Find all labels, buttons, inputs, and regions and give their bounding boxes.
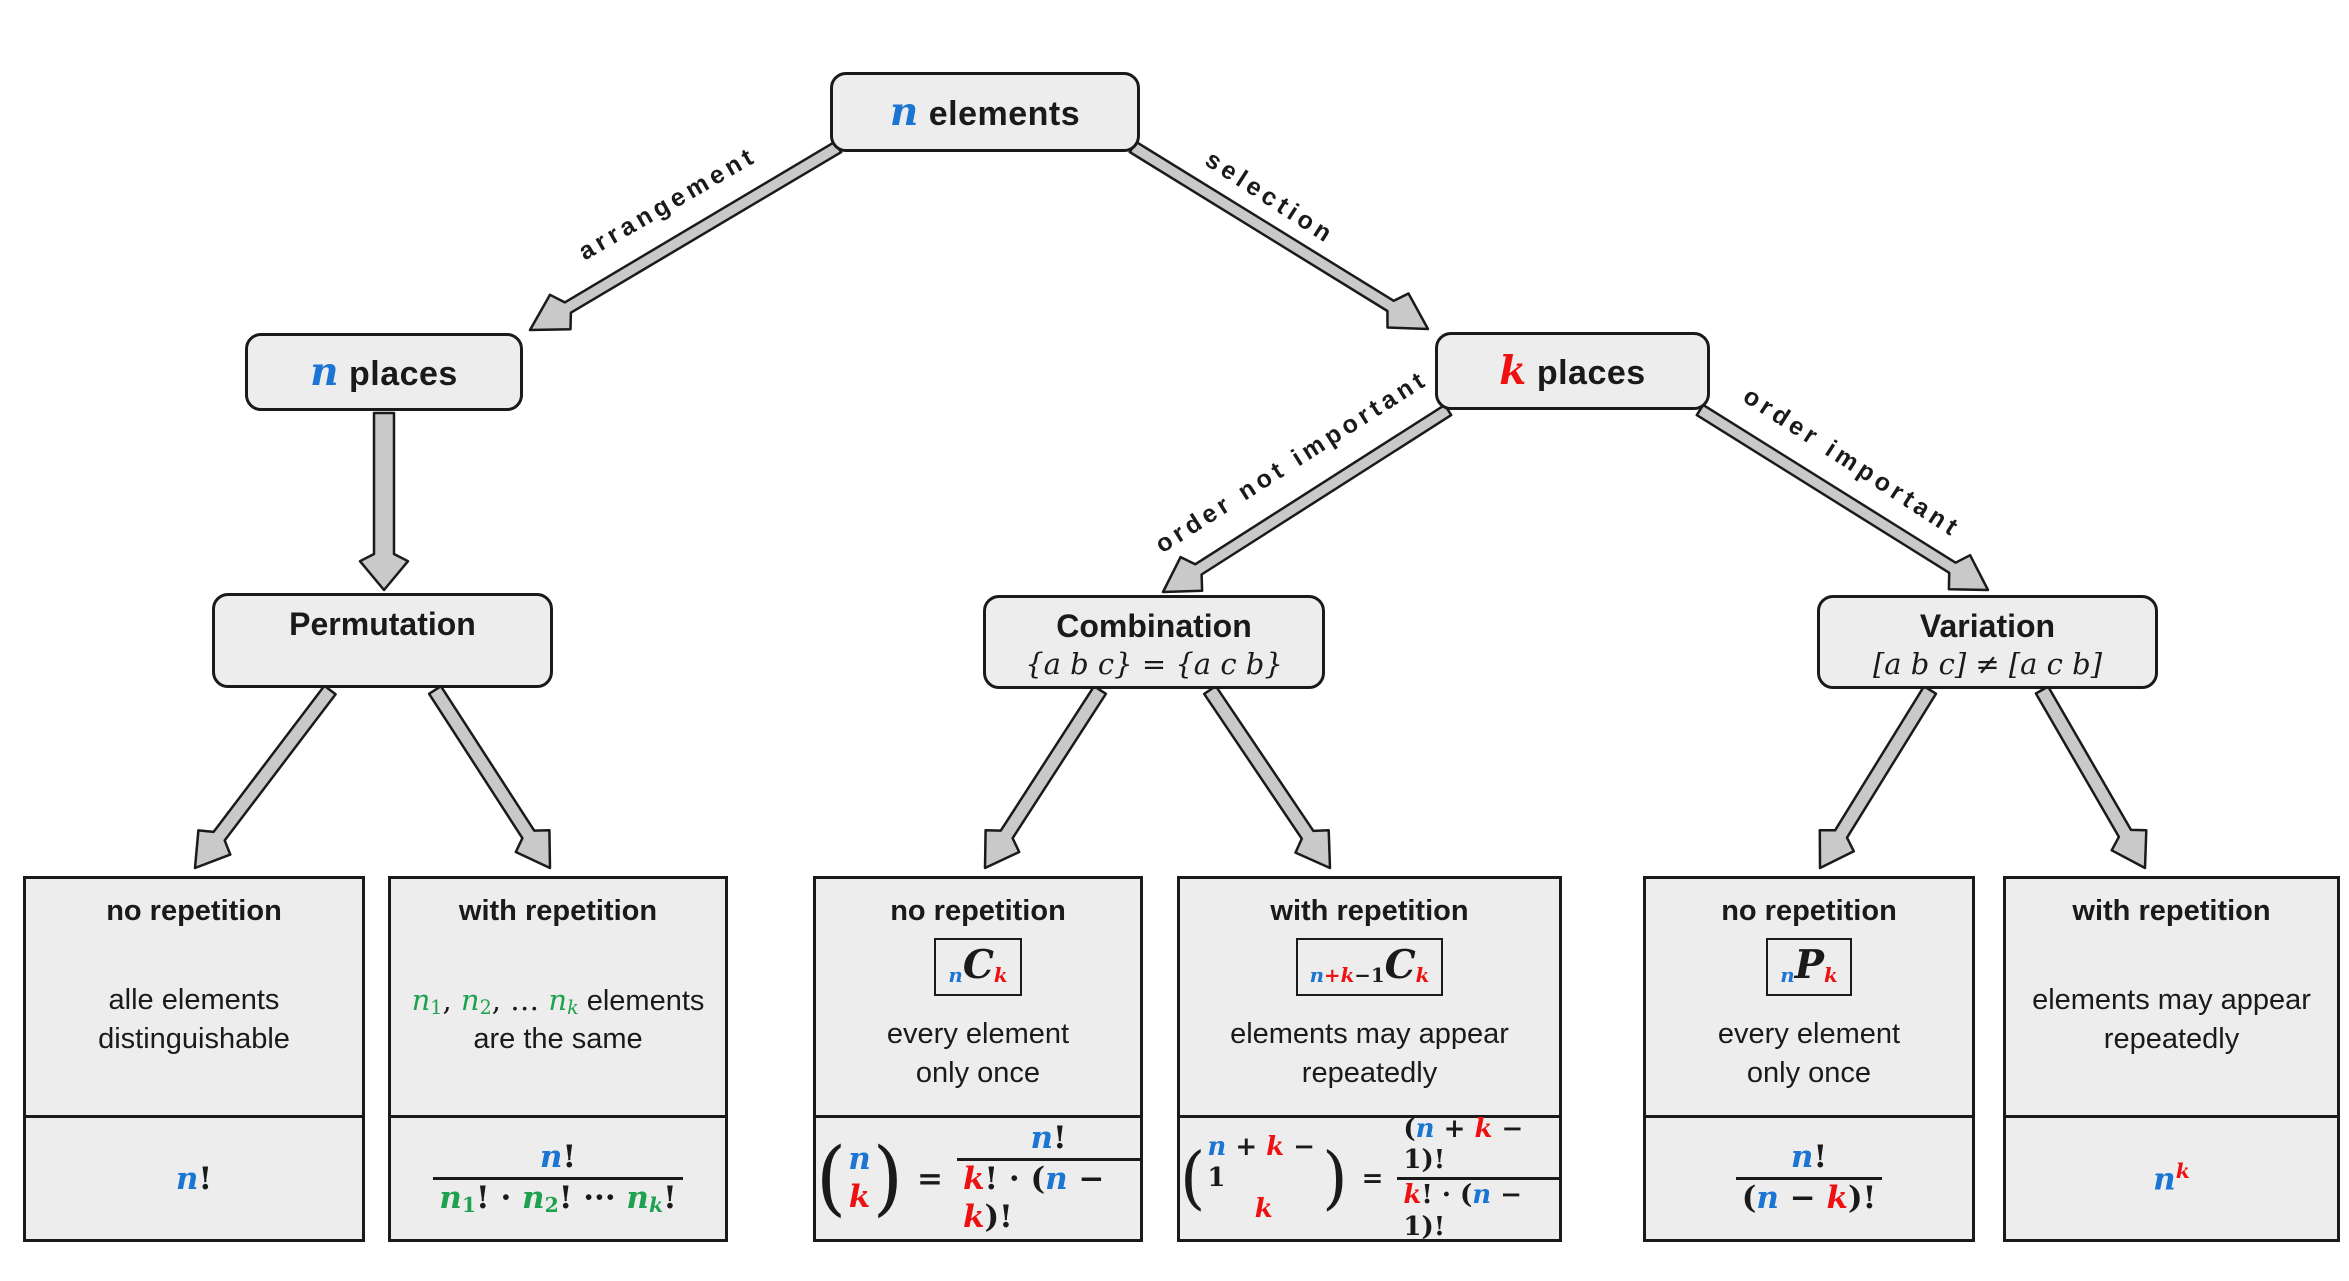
leaf-title: with repetition	[458, 895, 658, 927]
formula-binomial: ( n k ) = n! k! · (n − k)!	[816, 1115, 1140, 1239]
arrow	[1695, 403, 1990, 592]
arrow	[1161, 403, 1453, 594]
node-n-places: n places	[245, 333, 523, 411]
node-variation-title: Variation	[1919, 608, 2056, 644]
formula-multinomial: n! n1! · n2! ··· nk!	[391, 1115, 725, 1239]
arrow	[193, 684, 337, 870]
node-permutation: Permutation	[212, 593, 553, 688]
arrow	[427, 684, 552, 870]
arrow	[1202, 684, 1332, 870]
leaf-permutation-with-repetition: with repetition n1, n2, … nk elements ar…	[388, 876, 728, 1242]
formula-falling-factorial: n! (n − k)!	[1646, 1115, 1972, 1239]
symbol-nCk: nCk	[934, 938, 1022, 996]
symbol-nPk: nPk	[1766, 938, 1852, 996]
leaf-description: every element only once	[886, 1018, 1070, 1089]
arrow	[2034, 685, 2148, 870]
node-permutation-title: Permutation	[289, 606, 476, 642]
node-k-places: k places	[1435, 332, 1710, 410]
formula-multiset-binomial: ( n + k − 1 k ) = (n + k − 1)! k! · (n −…	[1180, 1114, 1559, 1242]
node-n-elements-label: n elements	[889, 89, 1081, 135]
node-variation-subtitle: [a b c] ≠ [a c b]	[1872, 647, 2103, 681]
leaf-description: every element only once	[1717, 1018, 1901, 1089]
node-variation: Variation [a b c] ≠ [a c b]	[1817, 595, 2158, 689]
leaf-variation-with-repetition: with repetition elements may appear repe…	[2003, 876, 2340, 1242]
leaf-title: with repetition	[2072, 895, 2271, 927]
leaf-permutation-no-repetition: no repetition alle elements distinguisha…	[23, 876, 365, 1242]
leaf-title: no repetition	[1721, 895, 1897, 927]
formula-n-factorial: n!	[26, 1115, 362, 1239]
leaf-description: alle elements distinguishable	[98, 984, 290, 1055]
node-n-elements: n elements	[830, 72, 1140, 152]
leaf-variation-no-repetition: no repetition nPk every element only onc…	[1643, 876, 1975, 1242]
node-combination-title: Combination	[1056, 608, 1252, 644]
leaf-title: no repetition	[890, 895, 1066, 927]
leaf-description: elements may appear repeatedly	[2032, 984, 2311, 1055]
leaf-combination-no-repetition: no repetition nCk every element only onc…	[813, 876, 1143, 1242]
arrow	[983, 684, 1108, 870]
arrow	[358, 411, 410, 592]
leaf-description: n1, n2, … nk elements are the same	[411, 982, 705, 1055]
leaf-title: no repetition	[106, 895, 282, 927]
leaf-description: elements may appear repeatedly	[1230, 1018, 1509, 1089]
node-k-places-label: k places	[1499, 348, 1646, 394]
node-n-places-label: n places	[310, 349, 458, 395]
node-combination: Combination {a b c} = {a c b}	[983, 595, 1325, 689]
node-combination-subtitle: {a b c} = {a c b}	[1025, 647, 1283, 681]
leaf-combination-with-repetition: with repetition n+k−1Ck elements may app…	[1177, 876, 1562, 1242]
symbol-n-plus-k-minus-1-C-k: n+k−1Ck	[1295, 938, 1444, 996]
arrow	[528, 140, 843, 332]
formula-n-power-k: nk	[2006, 1115, 2337, 1239]
arrow	[1128, 140, 1430, 331]
arrow	[1818, 685, 1938, 870]
leaf-title: with repetition	[1270, 895, 1469, 927]
